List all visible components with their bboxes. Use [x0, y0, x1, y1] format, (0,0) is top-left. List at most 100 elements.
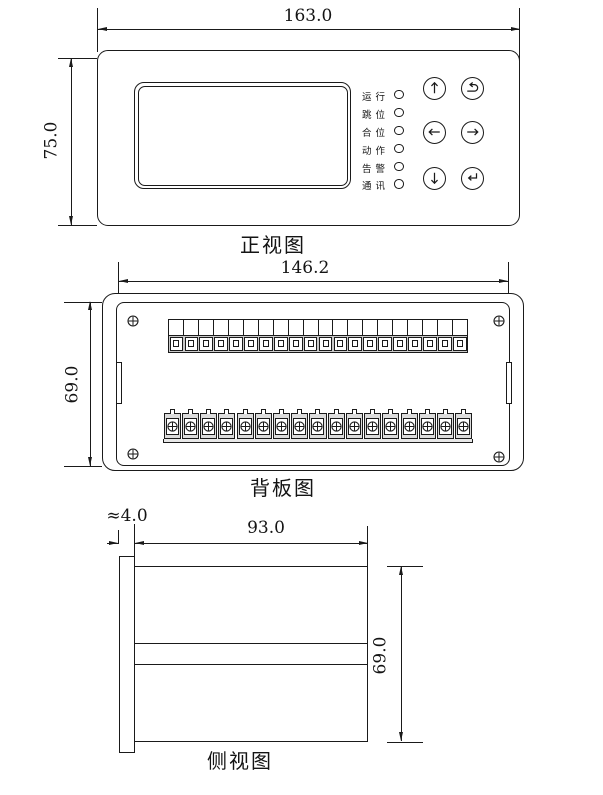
led-label-close: 合位 — [362, 127, 390, 139]
terminal-socket — [423, 336, 437, 351]
terminal-cell — [408, 320, 424, 335]
screw-terminal — [199, 409, 218, 439]
left-arrow-icon — [427, 128, 440, 136]
terminal-screw-icon — [239, 420, 251, 432]
terminal-screw-icon — [185, 420, 196, 432]
side-bezel — [119, 556, 135, 753]
terminal-socket — [273, 336, 288, 351]
screw-terminal — [291, 409, 309, 439]
terminal-socket — [363, 336, 378, 351]
terminal-screw-icon — [166, 420, 178, 432]
back-height-dim-text: 69.0 — [62, 365, 83, 404]
terminal-socket — [288, 336, 303, 351]
terminal-socket — [393, 336, 407, 351]
front-height-dim-line — [71, 59, 73, 225]
terminal-socket — [437, 336, 452, 351]
front-height-dim-text: 75.0 — [41, 121, 62, 160]
side-height-dim-line — [401, 567, 403, 741]
screw-terminal — [400, 409, 418, 439]
terminal-socket — [244, 336, 258, 351]
terminal-cell — [244, 320, 259, 335]
screw-terminal — [236, 409, 254, 439]
terminal-cell — [304, 320, 319, 335]
terminal-socket — [318, 336, 333, 351]
terminal-socket — [452, 336, 467, 351]
led-label-comm: 通讯 — [362, 181, 390, 192]
terminal-socket — [184, 336, 199, 351]
left-notch — [115, 362, 122, 404]
front-view-caption: 正视图 — [240, 233, 306, 257]
side-mounting-band — [135, 643, 367, 665]
screw-terminal — [455, 409, 473, 439]
led-label-trip: 跳位 — [362, 109, 390, 121]
terminal-cell — [423, 320, 439, 335]
terminal-socket — [333, 336, 348, 351]
terminal-screw-icon — [367, 420, 378, 432]
back-width-dim-line — [119, 281, 508, 283]
front-ext-left — [96, 8, 98, 52]
terminal-screw-icon — [385, 420, 397, 432]
led-label-alarm: 告警 — [362, 163, 390, 175]
down-arrow-icon — [430, 172, 438, 185]
terminal-screw-icon — [331, 420, 342, 432]
side-depth-dim-text: 93.0 — [247, 518, 285, 538]
front-width-dim-line — [98, 29, 519, 31]
screw-terminal — [418, 409, 436, 439]
terminal-socket — [408, 336, 422, 351]
back-view-caption: 背板图 — [250, 476, 316, 500]
terminal-cell — [363, 320, 379, 335]
led-operate — [394, 143, 404, 153]
terminal-screw-icon — [404, 420, 415, 432]
terminal-cell — [229, 320, 244, 335]
enter-arrow-icon — [467, 173, 477, 181]
terminal-socket — [169, 336, 184, 351]
terminal-cell — [289, 320, 304, 335]
down-button — [422, 166, 446, 190]
display-screen-inner — [137, 85, 348, 186]
screw-terminal — [382, 409, 400, 439]
terminal-screw-icon — [294, 420, 305, 432]
corner-screw-bottom-right — [493, 448, 505, 463]
terminal-screw-icon — [258, 420, 269, 432]
right-notch — [505, 362, 512, 404]
up-arrow-icon — [430, 81, 438, 94]
back-width-dim-text: 146.2 — [280, 258, 330, 278]
screw-terminal — [327, 409, 345, 439]
screw-terminal — [254, 409, 272, 439]
screw-terminal — [364, 409, 382, 439]
terminal-screw-icon — [276, 420, 287, 432]
screw-terminal — [181, 409, 199, 439]
left-button — [422, 120, 446, 144]
up-button — [422, 76, 446, 100]
terminal-screw-icon — [440, 420, 451, 432]
screw-terminal — [272, 409, 291, 439]
terminal-cell — [274, 320, 289, 335]
side-depth-dim-line — [134, 543, 368, 545]
right-button — [460, 120, 484, 144]
terminal-base-rail — [163, 439, 473, 443]
terminal-cell — [438, 320, 454, 335]
terminal-cell — [169, 320, 184, 335]
led-close — [394, 125, 404, 135]
screw-terminal — [218, 409, 236, 439]
terminal-cell — [214, 320, 229, 335]
side-bezel-dim-text: ≈4.0 — [106, 506, 148, 526]
led-trip — [394, 107, 404, 117]
led-alarm — [394, 161, 404, 171]
terminal-socket — [229, 336, 243, 351]
terminal-socket — [303, 336, 318, 351]
top-terminal-socket-row — [168, 335, 468, 353]
front-ext-right — [519, 8, 521, 63]
right-arrow-icon — [466, 128, 479, 136]
front-width-dim-text: 163.0 — [283, 6, 333, 26]
terminal-screw-icon — [349, 420, 360, 432]
terminal-screw-icon — [312, 420, 324, 432]
terminal-screw-icon — [221, 420, 232, 432]
corner-screw-top-right — [493, 312, 505, 327]
led-label-operate: 动作 — [362, 145, 390, 157]
led-comm — [394, 179, 404, 189]
terminal-cell — [184, 320, 199, 335]
terminal-cell — [378, 320, 394, 335]
side-view-caption: 侧视图 — [207, 749, 273, 773]
led-label-run: 运行 — [362, 91, 390, 103]
